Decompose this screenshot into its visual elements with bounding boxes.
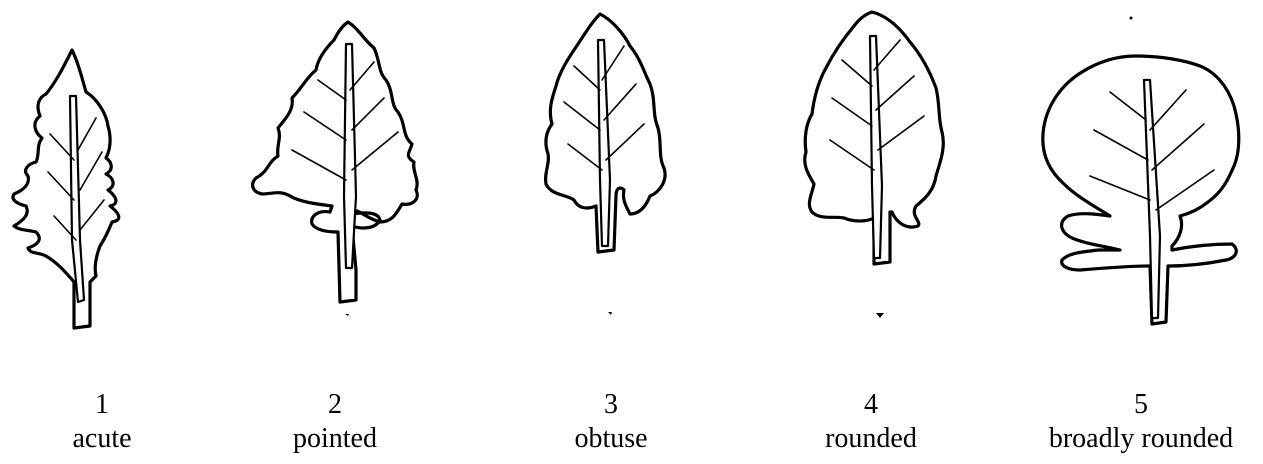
leaf-5-label: broadly rounded <box>1048 423 1234 454</box>
leaf-1-label: acute <box>72 423 132 454</box>
leaf-5-number: 5 <box>1134 389 1148 420</box>
speck <box>1129 16 1133 20</box>
leaf-1-acute-drawing <box>11 48 121 330</box>
speck <box>876 313 884 318</box>
leaf-2-pointed-drawing <box>251 20 419 304</box>
leaf-2-number: 2 <box>328 389 342 420</box>
speck <box>345 314 349 316</box>
leaf-2-caption: 2 pointed <box>215 388 455 456</box>
leaf-5-caption: 5 broadly rounded <box>1021 388 1261 456</box>
leaf-3-number: 3 <box>604 389 618 420</box>
leaf-4-number: 4 <box>864 389 878 420</box>
leaf-3-caption: 3 obtuse <box>491 388 731 456</box>
leaf-3-label: obtuse <box>574 423 648 454</box>
leaf-1-number: 1 <box>95 389 109 420</box>
leaf-4-caption: 4 rounded <box>751 388 991 456</box>
leaf-4-label: rounded <box>825 423 917 454</box>
leaf-3-obtuse-drawing <box>543 12 667 254</box>
leaf-2-label: pointed <box>293 423 377 454</box>
leaf-4-rounded-drawing <box>803 10 945 266</box>
speck <box>608 312 612 315</box>
leaf-1-caption: 1 acute <box>0 388 222 456</box>
leaf-5-broadly-rounded-drawing <box>1041 54 1241 326</box>
